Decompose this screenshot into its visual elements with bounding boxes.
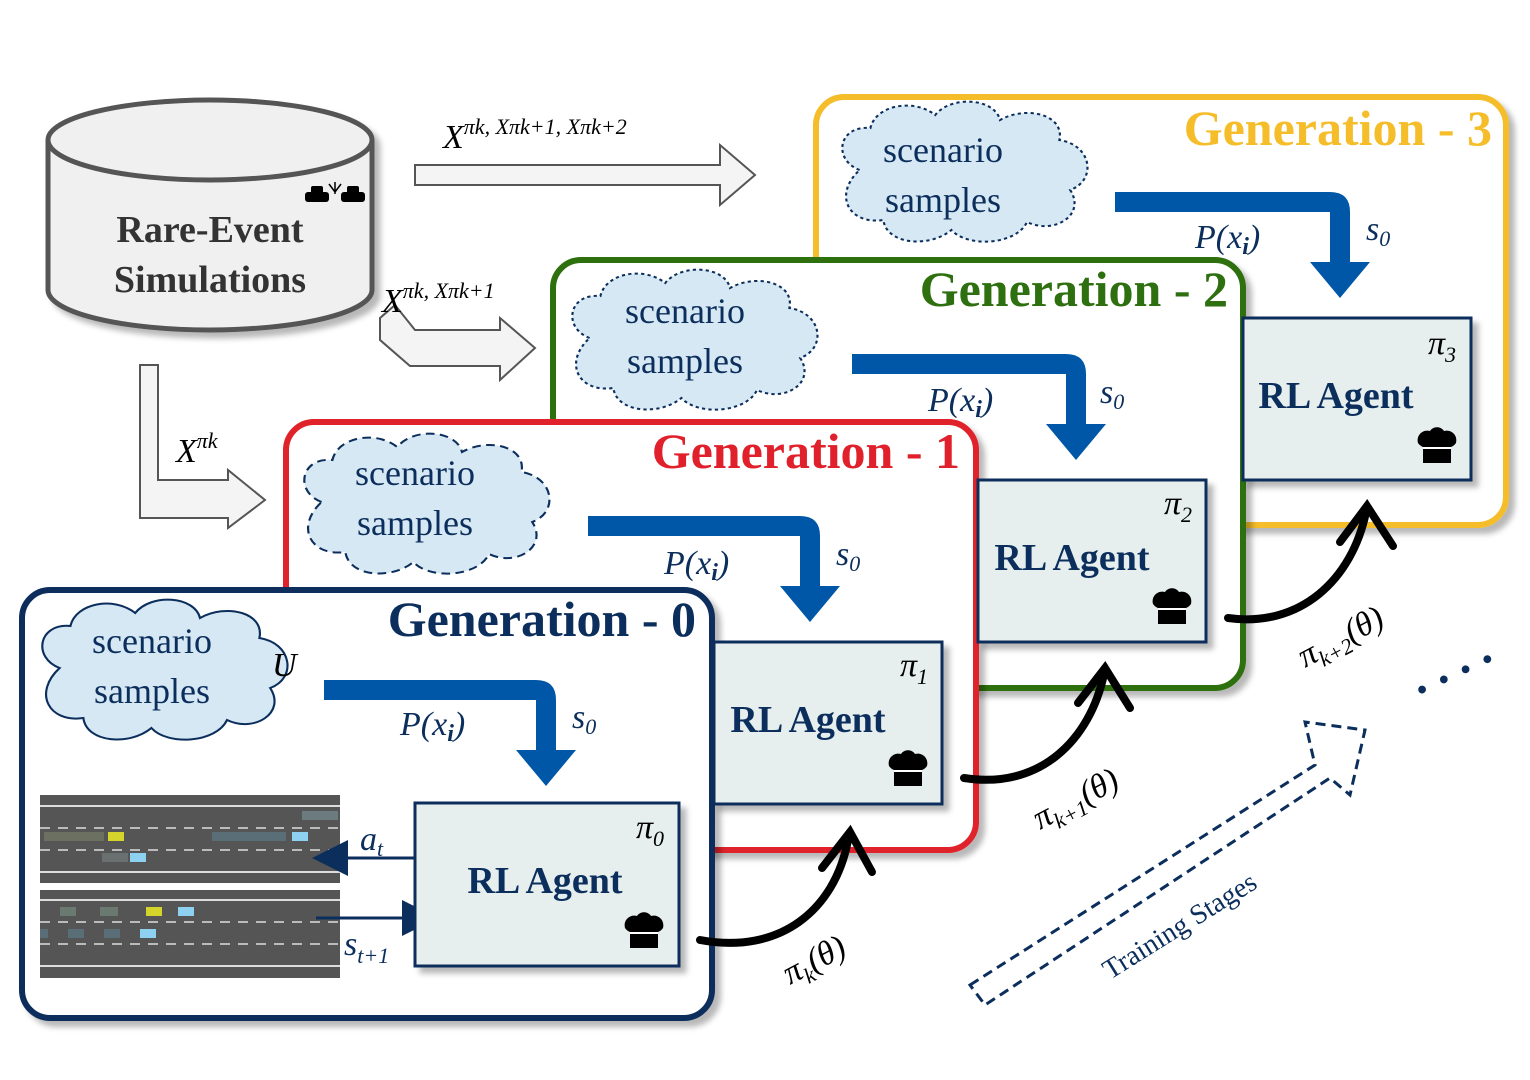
generation-3-title: Generation - 3 [1184,100,1492,156]
database-label-line2: Simulations [114,259,306,301]
transition-label-1: πk+1(θ) [1026,761,1127,841]
generation-0-title: Generation - 0 [388,591,696,647]
policy-label-gen1: π1 [900,647,928,689]
cloud-gen0-line1: scenario [92,621,212,661]
training-stages-arrow [967,720,1367,1008]
rl-agent-gen1-label: RL Agent [730,699,886,741]
chef-hat-icon-gen1 [887,749,929,787]
continuation-ellipsis: . . . . [1400,621,1499,705]
chef-hat-icon-gen0 [623,911,665,949]
generation-1-title: Generation - 1 [652,423,960,479]
rl-agent-gen3: RL Agent π3 [1241,316,1473,482]
sample-arrow-gen1 [588,516,840,622]
state-label-gen2: s0 [1100,374,1124,414]
rl-agent-gen3-label: RL Agent [1258,375,1414,417]
policy-label-gen0: π0 [636,809,664,851]
cloud-gen2-line2: samples [627,341,743,381]
input-label-gen3: Xπk, Xπk+1, Xπk+2 [441,114,627,156]
input-arrow-gen1 [139,364,267,531]
rare-event-database [45,97,375,333]
sample-arrow-gen3 [1115,192,1370,298]
state-label-gen3: s0 [1366,211,1390,251]
state-label-gen1: s0 [836,536,860,576]
highway-frame-bottom [40,890,340,978]
rl-agent-gen0: RL Agent π0 [413,801,681,968]
database-label-line1: Rare-Event [116,209,303,251]
input-arrow-gen2 [379,303,537,383]
sample-arrow-gen0 [324,680,576,786]
cloud-gen3-line1: scenario [883,130,1003,170]
uniform-label: U [272,647,299,684]
crash-icon [305,182,365,202]
input-arrow-gen3 [414,142,757,208]
highway-frame-top [40,795,340,883]
policy-label-gen3: π3 [1428,325,1456,367]
rl-agent-gen2: RL Agent π2 [976,478,1208,644]
generation-2-title: Generation - 2 [920,261,1228,317]
cloud-gen1-line1: scenario [355,453,475,493]
chef-hat-icon-gen3 [1416,426,1458,464]
state-label-gen0: s0 [572,699,596,739]
sample-arrow-gen2 [852,354,1106,460]
transition-label-0: πk(θ) [776,928,854,996]
prob-label-gen2: P(xi) [927,382,993,423]
scenario-cloud-gen3 [841,100,1089,243]
input-label-gen2: Xπk, Xπk+1 [380,278,495,320]
prob-label-gen0: P(xi) [399,706,465,747]
cloud-gen0-line2: samples [94,671,210,711]
generation-0-panel: Generation - 0 scenario samples U P(xi) … [19,587,715,1021]
cloud-gen3-line2: samples [885,180,1001,220]
cloud-gen1-line2: samples [357,503,473,543]
prob-label-gen3: P(xi) [1194,219,1260,260]
rl-agent-gen0-label: RL Agent [467,860,623,902]
input-label-gen1: Xπk [174,428,219,470]
next-state-label: st+1 [344,926,389,968]
policy-label-gen2: π2 [1164,485,1192,527]
action-label: at [360,821,384,861]
transition-arrow-0 [696,824,876,947]
prob-label-gen1: P(xi) [663,545,729,586]
training-stages-label: Training Stages [1097,867,1262,986]
transition-label-2: πk+2(θ) [1291,599,1392,679]
rl-agent-gen2-label: RL Agent [994,537,1150,579]
transition-arrow-1 [960,661,1134,784]
chef-hat-icon-gen2 [1151,587,1193,625]
transition-arrow-2 [1224,499,1397,624]
cloud-gen2-line1: scenario [625,291,745,331]
rl-agent-gen1: RL Agent π1 [712,640,944,806]
